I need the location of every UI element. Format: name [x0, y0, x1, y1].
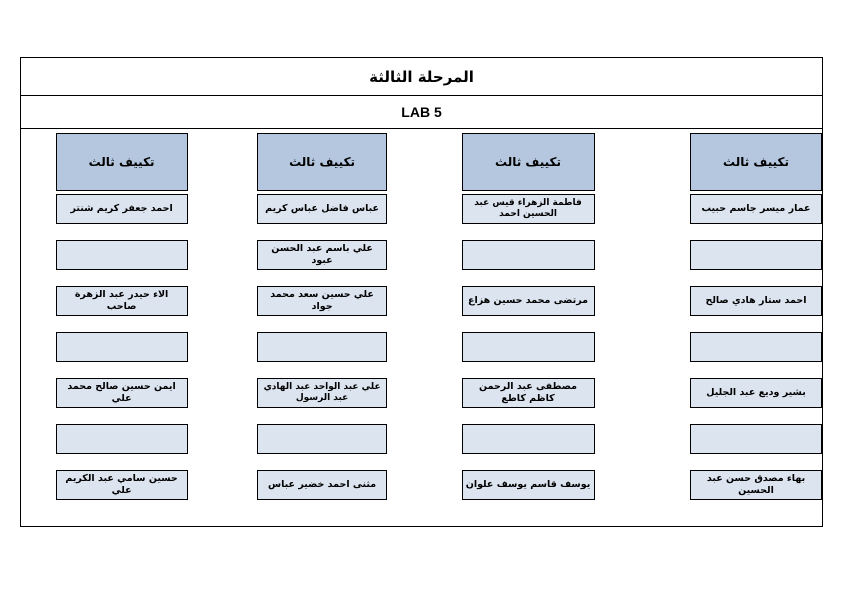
table-row — [461, 332, 595, 362]
lab-label-row: LAB 5 — [21, 96, 822, 129]
table-row: علي عبد الواحد عبد الهادي عبد الرسول — [257, 378, 388, 408]
table-row — [55, 424, 188, 454]
table-row: يوسف قاسم يوسف علوان — [461, 470, 595, 500]
lab-label: LAB 5 — [401, 104, 442, 120]
column-header-2: تكييف ثالث — [461, 133, 595, 191]
table-row — [461, 240, 595, 270]
table-column-4: تكييف ثالث احمد جعفر كريم شنتر الاء حيدر… — [21, 129, 188, 524]
table-column-2: تكييف ثالث فاطمة الزهراء قيس عبد الحسين … — [387, 129, 614, 524]
table-title-row: المرحلة الثالثة — [21, 58, 822, 96]
table-row: بهاء مصدق حسن عبد الحسين — [690, 470, 822, 500]
table-row — [461, 424, 595, 454]
table-columns: تكييف ثالث عمار ميسر جاسم حبيب احمد ستار… — [21, 129, 822, 524]
column-header-1: تكييف ثالث — [690, 133, 822, 191]
table-row — [257, 424, 388, 454]
page-title: المرحلة الثالثة — [369, 67, 474, 86]
table-row: الاء حيدر عبد الزهرة صاحب — [55, 286, 188, 316]
table-row — [55, 332, 188, 362]
table-row: علي حسين سعد محمد جواد — [257, 286, 388, 316]
table-row: مصطفى عبد الرحمن كاظم كاطع — [461, 378, 595, 408]
table-row: فاطمة الزهراء قيس عبد الحسين احمد — [461, 194, 595, 224]
table-row — [55, 240, 188, 270]
students-table: المرحلة الثالثة LAB 5 تكييف ثالث عمار مي… — [20, 57, 823, 527]
table-column-1: تكييف ثالث عمار ميسر جاسم حبيب احمد ستار… — [615, 129, 822, 524]
table-row: ايمن حسين صالح محمد علي — [55, 378, 188, 408]
table-row — [257, 332, 388, 362]
table-row: عباس فاضل عباس كريم — [257, 194, 388, 224]
column-header-3: تكييف ثالث — [257, 133, 388, 191]
table-row: عمار ميسر جاسم حبيب — [690, 194, 822, 224]
table-row — [690, 332, 822, 362]
column-header-4: تكييف ثالث — [55, 133, 188, 191]
table-row: علي باسم عبد الحسن عبود — [257, 240, 388, 270]
table-row — [690, 240, 822, 270]
table-row: مثنى احمد خضير عباس — [257, 470, 388, 500]
table-row: مرتضى محمد حسين هزاع — [461, 286, 595, 316]
table-column-3: تكييف ثالث عباس فاضل عباس كريم علي باسم … — [188, 129, 388, 524]
table-row: حسين سامي عبد الكريم علي — [55, 470, 188, 500]
table-row: احمد ستار هادي صالح — [690, 286, 822, 316]
table-row: احمد جعفر كريم شنتر — [55, 194, 188, 224]
table-row: بشير وديع عبد الجليل — [690, 378, 822, 408]
table-row — [690, 424, 822, 454]
